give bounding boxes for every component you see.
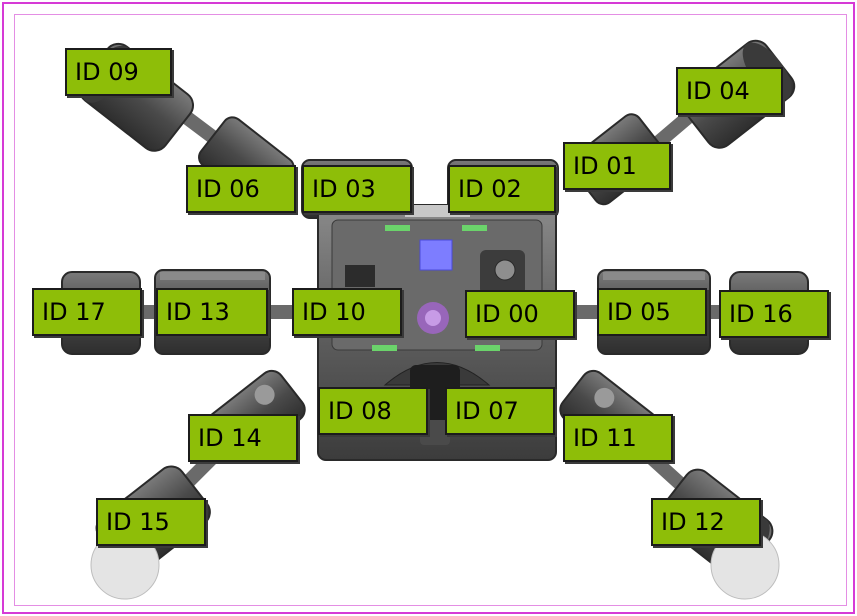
id-05-label: ID 05 (597, 288, 707, 336)
id-01-label: ID 01 (563, 142, 671, 190)
id-12-label: ID 12 (651, 498, 761, 546)
id-02-label: ID 02 (448, 165, 556, 213)
id-09-label: ID 09 (65, 48, 172, 96)
id-10-label: ID 10 (292, 288, 402, 336)
id-08-label: ID 08 (318, 387, 428, 435)
id-11-label: ID 11 (563, 414, 673, 462)
id-06-label: ID 06 (186, 165, 296, 213)
id-07-label: ID 07 (445, 387, 555, 435)
id-13-label: ID 13 (156, 288, 268, 336)
rear-left-leg (90, 366, 309, 599)
id-03-label: ID 03 (302, 165, 412, 213)
rear-right-leg (555, 366, 779, 599)
id-14-label: ID 14 (188, 414, 298, 462)
id-17-label: ID 17 (32, 288, 142, 336)
id-16-label: ID 16 (719, 290, 829, 338)
id-00-label: ID 00 (465, 290, 575, 338)
id-15-label: ID 15 (96, 498, 206, 546)
id-04-label: ID 04 (676, 67, 783, 115)
